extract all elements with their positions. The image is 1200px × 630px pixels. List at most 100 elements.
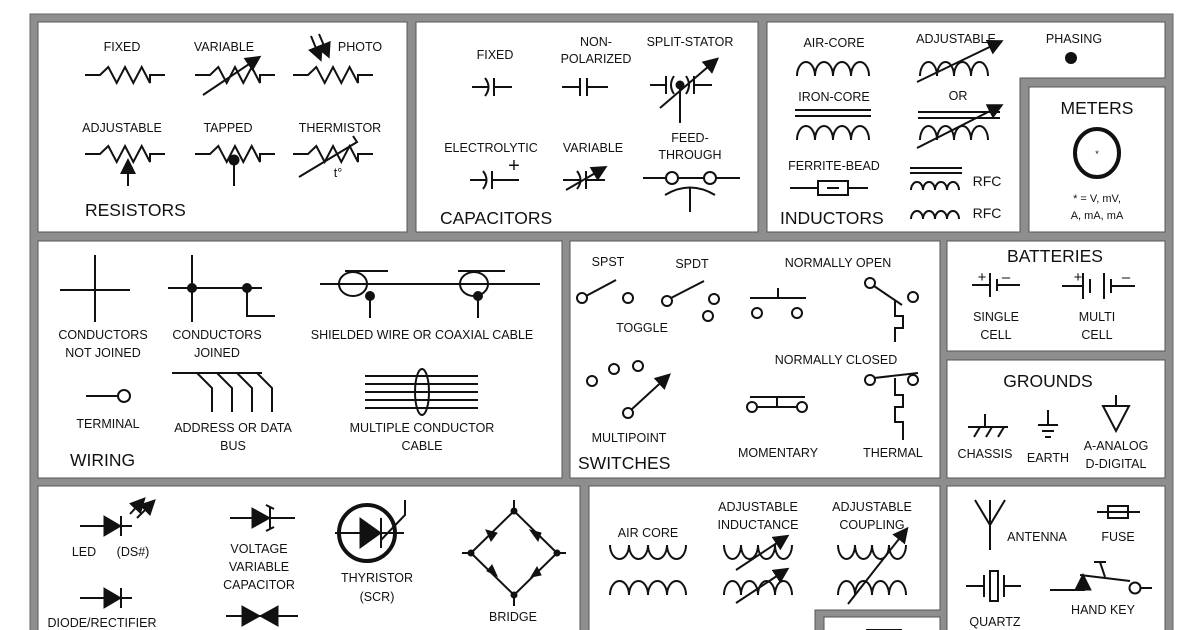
- panel-semiconductors: [37, 485, 581, 630]
- battery-multi-symbol: [1062, 273, 1135, 299]
- shielded-wire-symbol: [320, 270, 540, 318]
- label-multi-2: CELL: [1081, 328, 1112, 342]
- rfc-symbol: [910, 210, 960, 220]
- meter-symbol: [1073, 127, 1121, 179]
- label-resistor-fixed: FIXED: [104, 40, 141, 54]
- feedthrough-terminal: [665, 171, 679, 185]
- inductor-adjustable-symbol: [919, 61, 989, 77]
- meter-note-2: A, mA, mA: [1071, 210, 1124, 222]
- panel-batteries: [946, 240, 1166, 352]
- label-or: OR: [949, 89, 968, 103]
- junction-dot: [365, 291, 375, 301]
- label-multiple-1: MULTIPLE CONDUCTOR: [350, 421, 495, 435]
- transformer-secondary-coil: [837, 580, 907, 596]
- title-inductors: INDUCTORS: [780, 208, 884, 228]
- label-adj-coupling-2: COUPLING: [839, 518, 904, 532]
- label-resistor-tapped: TAPPED: [203, 121, 252, 135]
- shield-loop: [338, 271, 368, 297]
- meter-note-1: * = V, mV,: [1073, 193, 1121, 205]
- label-capacitor-split-stator: SPLIT-STATOR: [647, 35, 734, 49]
- node-dot: [510, 591, 518, 599]
- capacitor-feedthrough-symbol: [643, 177, 740, 212]
- label-antenna: ANTENNA: [1007, 530, 1067, 544]
- label-joined-1: CONDUCTORS: [172, 328, 261, 342]
- battery-single-symbol: [972, 273, 1020, 297]
- pushbutton-closed-symbol: [750, 396, 805, 408]
- switch-contact: [708, 293, 720, 305]
- switch-contact: [746, 401, 758, 413]
- thermistor-temp-mark: t°: [334, 166, 342, 180]
- label-adj-inductance-2: INDUCTANCE: [717, 518, 798, 532]
- label-adj-coupling-1: ADJUSTABLE: [832, 500, 912, 514]
- label-inductor-adjustable: ADJUSTABLE: [916, 32, 996, 46]
- varactor-pair-triangles: [241, 605, 279, 627]
- quartz-body: [989, 570, 999, 602]
- label-multipoint: MULTIPOINT: [592, 431, 667, 445]
- phasing-dot: [1065, 52, 1077, 64]
- label-scr: (SCR): [360, 590, 395, 604]
- variable-arrow-icon: [916, 104, 1004, 149]
- label-adj-inductance-1: ADJUSTABLE: [718, 500, 798, 514]
- light-arrow-icon: [136, 499, 156, 519]
- fuse-body: [1107, 505, 1129, 519]
- resistor-photo-symbol: [293, 64, 373, 86]
- label-led-ref: (DS#): [117, 545, 150, 559]
- variable-arrow-icon: [565, 165, 608, 191]
- junction-dot: [242, 283, 252, 293]
- label-chassis: CHASSIS: [958, 447, 1013, 461]
- switch-contact: [907, 374, 919, 386]
- switch-contact: [576, 292, 588, 304]
- bridge-diodes: [485, 529, 542, 578]
- label-thermal: THERMAL: [863, 446, 923, 460]
- title-batteries: BATTERIES: [1007, 246, 1103, 266]
- label-capacitor-electrolytic: ELECTROLYTIC: [444, 141, 538, 155]
- panel-capacitors: [415, 21, 759, 233]
- diode-triangle: [103, 587, 122, 609]
- panel-switches: [569, 240, 941, 479]
- capacitor-fixed-symbol: [472, 77, 512, 97]
- label-momentary: MOMENTARY: [738, 446, 819, 460]
- switch-contact: [791, 307, 803, 319]
- label-led: LED: [72, 545, 96, 559]
- label-bus-2: BUS: [220, 439, 246, 453]
- label-bridge: BRIDGE: [489, 610, 537, 624]
- node-dot: [467, 549, 475, 557]
- panel-wiring: [37, 240, 563, 479]
- earth-ground-symbol: [1038, 410, 1058, 438]
- thermal-open-symbol: [873, 285, 904, 342]
- electrolytic-plus: +: [508, 155, 520, 177]
- label-earth: EARTH: [1027, 451, 1069, 465]
- capacitor-nonpolarized-symbol: [562, 78, 608, 96]
- inductor-adjustable-iron-symbol: [919, 125, 989, 141]
- label-toggle: TOGGLE: [616, 321, 668, 335]
- switch-contact: [796, 401, 808, 413]
- variable-arrow-icon: [202, 55, 262, 96]
- label-normally-open: NORMALLY OPEN: [785, 256, 892, 270]
- thyristor-triangle: [359, 517, 382, 549]
- spst-lever: [585, 279, 617, 297]
- inductor-air-core-symbol: [796, 61, 870, 77]
- rfc-core-lines: [910, 167, 962, 174]
- capacitor-split-stator-symbol: [650, 75, 712, 123]
- conductors-not-joined-symbol: [60, 255, 130, 322]
- variable-arrow-icon: [847, 526, 909, 605]
- terminal-symbol: [117, 389, 131, 403]
- plus-sign: +: [978, 269, 987, 286]
- label-analog: A-ANALOG: [1084, 439, 1149, 453]
- plus-sign: +: [1074, 269, 1083, 286]
- title-meters: METERS: [1061, 98, 1134, 118]
- label-varactor-1: VOLTAGE: [230, 542, 287, 556]
- variable-arrow-icon: [735, 534, 790, 571]
- label-multiple-2: CABLE: [402, 439, 443, 453]
- panel-resistors: [37, 21, 408, 233]
- label-normally-closed: NORMALLY CLOSED: [775, 353, 898, 367]
- capacitor-electrolytic-symbol: [470, 170, 519, 190]
- label-quartz: QUARTZ: [969, 615, 1021, 629]
- label-digital: D-DIGITAL: [1086, 457, 1147, 471]
- label-ferrite-bead: FERRITE-BEAD: [788, 159, 880, 173]
- label-air-core: AIR CORE: [618, 526, 678, 540]
- transformer-primary-coil: [609, 544, 687, 560]
- switch-contact: [632, 360, 644, 372]
- label-varactor-2: VARIABLE: [229, 560, 289, 574]
